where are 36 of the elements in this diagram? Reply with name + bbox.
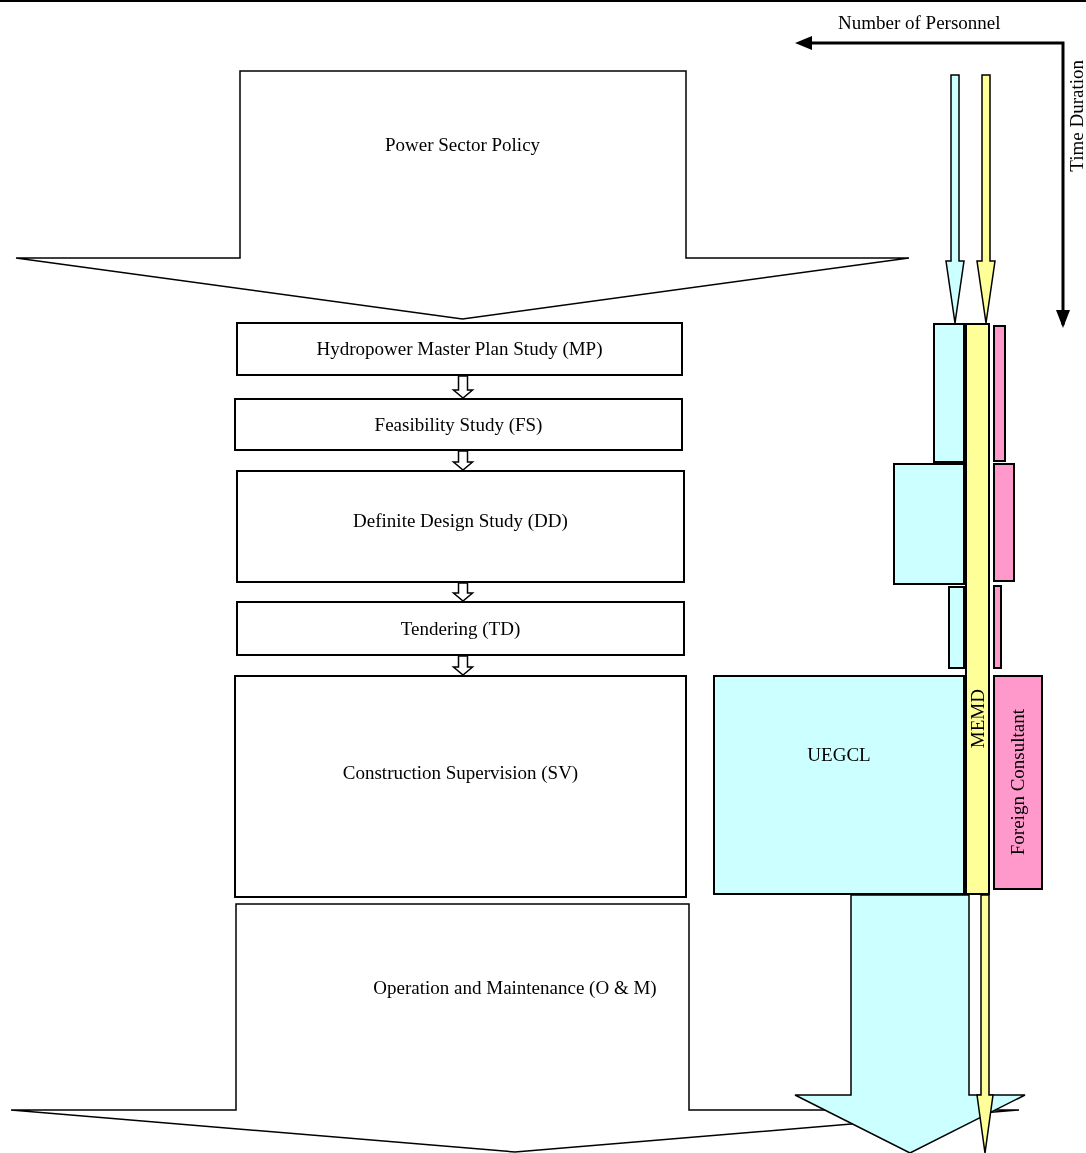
arrow [451, 582, 475, 602]
box-label: Construction Supervision (SV) [342, 761, 579, 784]
box-label: Hydropower Master Plan Study (MP) [316, 338, 603, 360]
staff-bar [713, 675, 965, 895]
arrow [451, 655, 475, 676]
staff-bar [933, 323, 965, 463]
arrow [451, 450, 475, 471]
process-box [236, 322, 683, 376]
process-box [234, 675, 687, 898]
axis-label: Time Duration [1066, 60, 1086, 172]
box-label: Power Sector Policy [384, 134, 541, 156]
arrow [976, 894, 994, 1153]
box-label: Tendering (TD) [400, 617, 521, 640]
arrow [945, 74, 965, 324]
staff-bar [993, 463, 1015, 582]
block-arrow-shape [10, 903, 1020, 1153]
staff-bar [965, 323, 990, 895]
box-label: Feasibility Study (FS) [374, 413, 543, 436]
block-arrow [794, 894, 1026, 1153]
box-label: Definite Design Study (DD) [353, 509, 568, 532]
process-box [234, 398, 683, 451]
box-label: UEGCL [807, 744, 871, 766]
staff-bar [993, 325, 1006, 462]
staff-bar [993, 585, 1002, 669]
process-box [236, 601, 685, 656]
block-arrow-shape [15, 70, 910, 320]
box-label: MEMD [966, 689, 989, 749]
staff-bar [993, 675, 1043, 890]
staff-bar [948, 586, 965, 669]
arrow [976, 74, 996, 324]
box-label: Operation and Maintenance (O & M) [373, 976, 657, 999]
staff-bar [893, 463, 965, 585]
arrow [451, 375, 475, 399]
process-box [236, 470, 685, 583]
box-label: Foreign Consultant [1007, 709, 1029, 856]
axis-label: Number of Personnel [838, 12, 1001, 34]
